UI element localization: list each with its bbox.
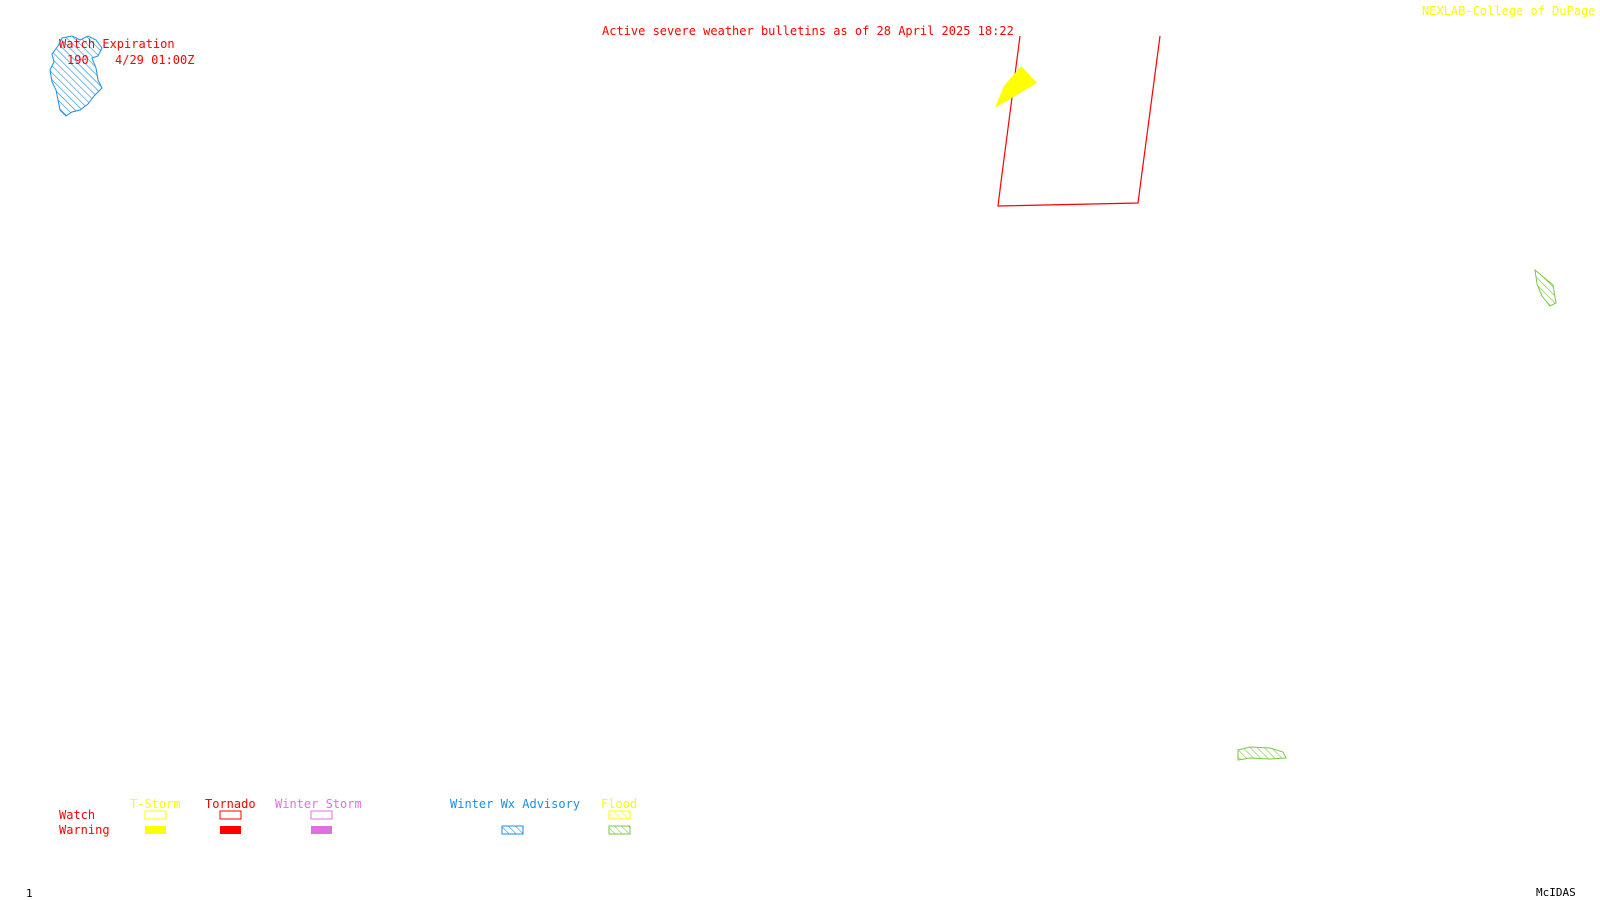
- legend-tstorm-label: T-Storm: [130, 797, 181, 811]
- tstorm-watch-swatch: [144, 810, 167, 820]
- winter-wx-advisory-swatch: [501, 825, 524, 835]
- flood-watch-swatch: [608, 810, 631, 820]
- watch-table-header: Watch Expiration: [59, 37, 175, 51]
- page-title: Active severe weather bulletins as of 28…: [602, 24, 1014, 38]
- tornado-watch-190-outline: [997, 35, 1161, 207]
- flood-warning-area-east: [1534, 268, 1557, 307]
- tornado-watch-swatch: [219, 810, 242, 820]
- watch-expiration-time: 4/29 01:00Z: [115, 53, 195, 67]
- legend-winter-wx-advisory-label: Winter Wx Advisory: [450, 797, 581, 811]
- winter-storm-warning-swatch: [311, 826, 332, 834]
- winter-storm-watch-swatch: [310, 810, 333, 820]
- legend-swatches: [144, 810, 631, 835]
- legend-flood-label: Flood: [601, 797, 638, 811]
- data-credit: NEXLAB-College of DuPage R: [1422, 4, 1600, 18]
- winter-wx-advisory-area: [49, 35, 103, 117]
- legend-tornado-label: Tornado: [205, 797, 256, 811]
- t-storm-warning-area: [995, 66, 1037, 108]
- watch-number: 190: [67, 53, 89, 67]
- legend-row-warning: Warning: [59, 823, 110, 837]
- flood-warning-area-south: [1237, 746, 1287, 761]
- flood-warning-swatch: [608, 825, 631, 835]
- frame-number: 1: [26, 887, 33, 900]
- software-label: McIDAS: [1536, 886, 1576, 899]
- legend-row-watch: Watch: [59, 808, 96, 822]
- tstorm-warning-swatch: [145, 826, 166, 834]
- tornado-warning-swatch: [220, 826, 241, 834]
- legend-winter-storm-label: Winter Storm: [275, 797, 362, 811]
